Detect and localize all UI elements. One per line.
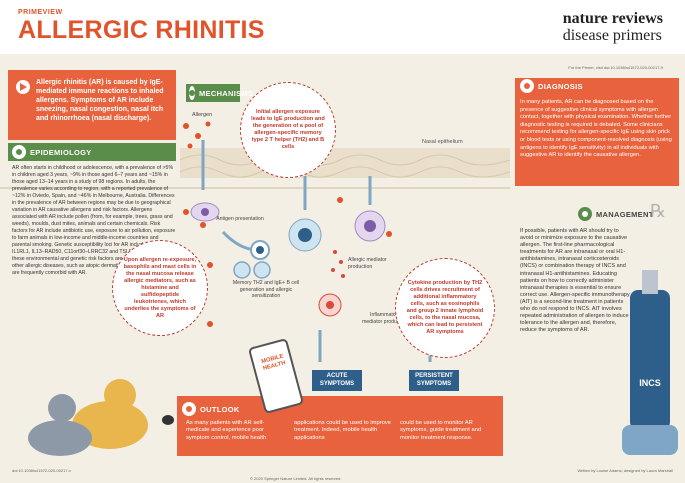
primer-citation[interactable]: For the Primer, visit doi:10.1038/s41572… — [568, 65, 663, 70]
reexposure-bubble: Upon allergen re-exposure, basophils and… — [112, 240, 208, 336]
mechanisms-heading: MECHANISMS — [186, 84, 253, 102]
mite-illustration — [162, 415, 174, 425]
allergen-label: Allergen — [192, 112, 213, 118]
mediator-particles — [331, 250, 345, 278]
diagnosis-title: DIAGNOSIS — [538, 81, 583, 91]
basophil-cell — [354, 210, 386, 242]
bullet-icon — [189, 86, 195, 100]
prescription-icon: ℞ — [650, 201, 667, 221]
bullet-icon — [12, 145, 26, 159]
credits: Written by Louise Adams; designed by Lau… — [577, 468, 673, 473]
inhaler-label: INCS — [639, 378, 661, 388]
cytokine-bubble: Cytokine production by TH2 cells drives … — [395, 258, 495, 358]
eosinophil-cell — [318, 293, 342, 317]
mobile-health-label: MOBILE HEALTH — [260, 353, 287, 372]
allergic-mediator-label: Allergic mediator production — [348, 257, 387, 270]
inhaler-illustration — [622, 270, 678, 455]
outlook-text-col3: could be used to monitor AR symptoms, gu… — [400, 420, 482, 441]
mechanisms-title: MECHANISMS — [199, 88, 254, 98]
outlook-heading: OUTLOOK — [182, 402, 240, 416]
mast-cell — [288, 218, 322, 252]
bullet-icon — [520, 79, 534, 93]
outlook-text-col1: As many patients with AR self-medicate a… — [186, 420, 267, 441]
cat-illustration — [28, 394, 92, 456]
inflammatory-mediator-label: Inflammatory mediator production — [362, 312, 408, 325]
copyright: © 2020 Springer Nature Limited. All righ… — [250, 476, 342, 481]
epidemiology-heading: EPIDEMIOLOGY — [8, 143, 176, 161]
diagnosis-heading: DIAGNOSIS — [520, 78, 583, 94]
diagnosis-panel — [515, 78, 679, 186]
acute-symptoms-badge: ACUTE SYMPTOMS — [312, 370, 362, 391]
antigen-presentation-label: Antigen presentation — [216, 216, 264, 222]
management-text: If possible, patients with AR should try… — [520, 228, 630, 334]
intro-summary: Allergic rhinitis (AR) is caused by IgE-… — [8, 70, 176, 140]
primeview-label: PRIMEVIEW — [18, 9, 63, 16]
b-cell — [233, 261, 271, 279]
management-title: MANAGEMENT — [596, 209, 654, 219]
antigen-presenting-cell — [190, 202, 220, 222]
management-heading: MANAGEMENT — [578, 207, 654, 221]
allergen-particles — [183, 121, 392, 327]
journal-logo[interactable]: nature reviews disease primers — [563, 10, 663, 44]
intro-text: Allergic rhinitis (AR) is caused by IgE-… — [36, 79, 164, 122]
tissue-band — [180, 148, 510, 178]
journal-name-line1: nature reviews — [562, 10, 663, 27]
epithelium-cells — [179, 154, 511, 178]
outlook-title: OUTLOOK — [200, 404, 240, 414]
arrow-right-icon — [16, 80, 30, 94]
doi-link[interactable]: doi:10.1038/s41572-020-00217-x — [12, 468, 71, 473]
sensitization-bubble: Initial allergen exposure leads to IgE p… — [240, 82, 336, 178]
header: PRIMEVIEW ALLERGIC RHINITIS nature revie… — [0, 0, 685, 54]
bullet-icon — [578, 207, 592, 221]
epidemiology-text: AR often starts in childhood or adolesce… — [12, 165, 176, 276]
outlook-panel — [177, 396, 503, 456]
outlook-text-col2: applications could be used to improve tr… — [294, 420, 391, 441]
bullet-icon — [182, 402, 196, 416]
journal-name-line2: disease primers — [562, 27, 662, 44]
t-helper-cell — [250, 240, 270, 260]
epidemiology-title: EPIDEMIOLOGY — [30, 147, 92, 157]
persistent-symptoms-badge: PERSISTENT SYMPTOMS — [409, 370, 459, 391]
page-title: ALLERGIC RHINITIS — [18, 16, 265, 44]
memory-cell-label: Memory TH2 and IgE+ B cell generation an… — [232, 280, 300, 299]
epithelium-label: Nasal epithelium — [422, 139, 463, 145]
diagnosis-text: In many patients, AR can be diagnosed ba… — [520, 99, 672, 159]
